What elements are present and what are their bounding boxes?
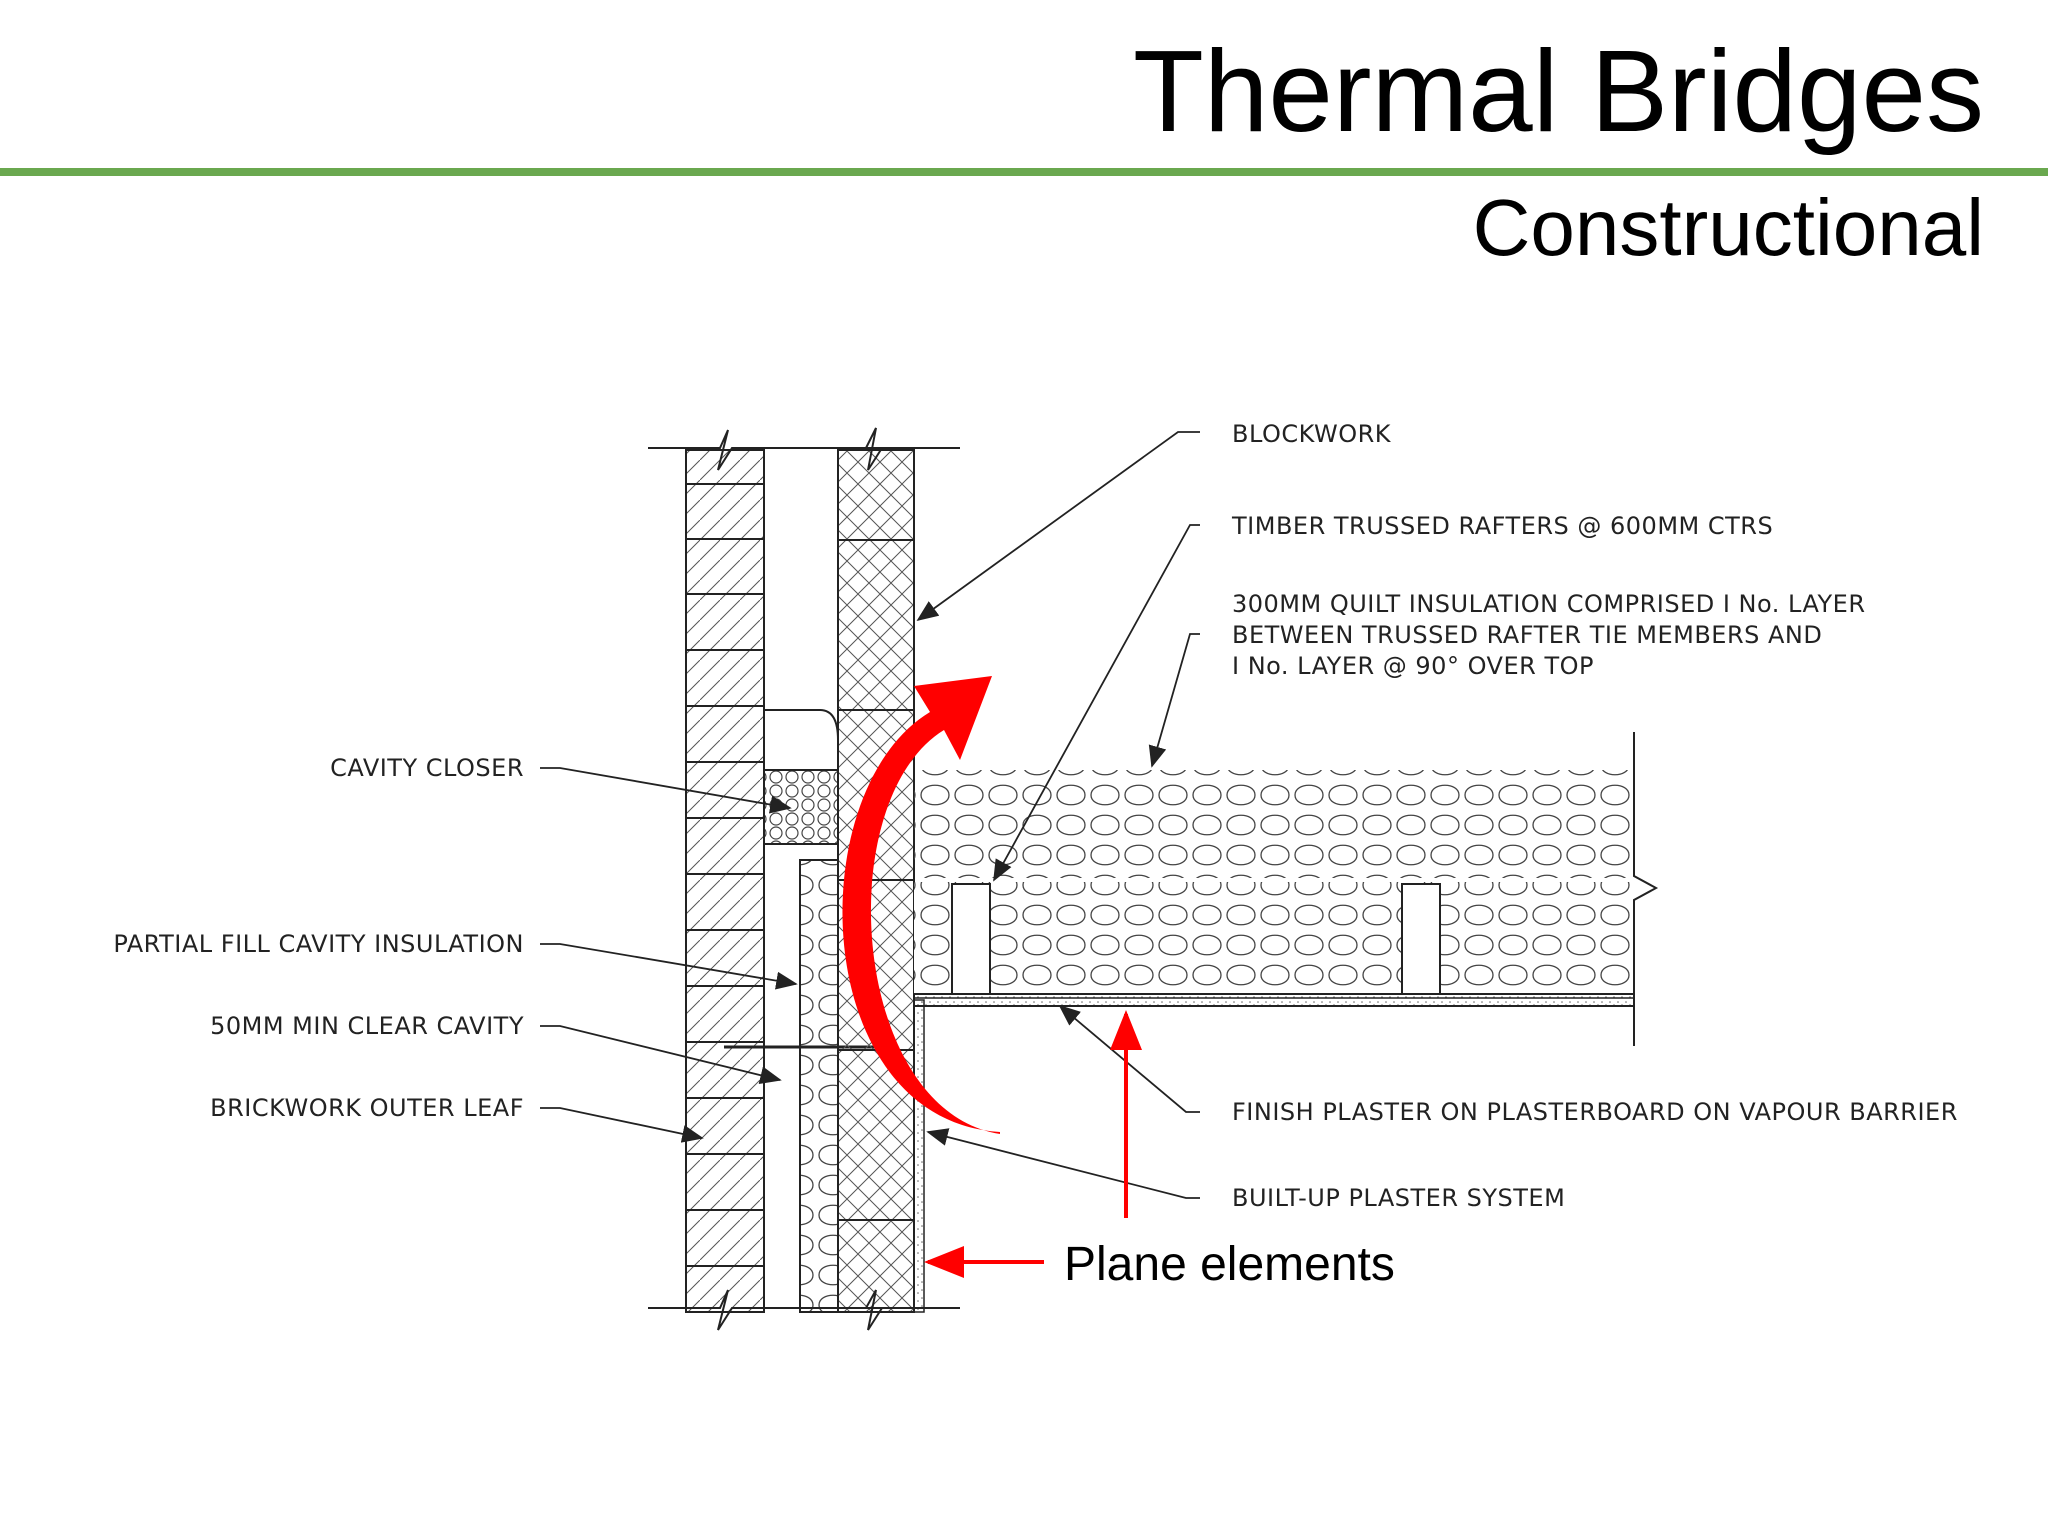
label-clear-cavity: 50MM MIN CLEAR CAVITY xyxy=(210,1012,524,1040)
label-rafters: TIMBER TRUSSED RAFTERS @ 600MM CTRS xyxy=(1231,512,1773,540)
slide-subtitle: Constructional xyxy=(1472,183,1984,272)
title-divider xyxy=(0,168,2048,176)
label-brickwork: BRICKWORK OUTER LEAF xyxy=(210,1094,524,1122)
leader-lines xyxy=(540,431,1200,1199)
label-quilt-line2: BETWEEN TRUSSED RAFTER TIE MEMBERS AND xyxy=(1232,621,1822,649)
slide-title: Thermal Bridges xyxy=(1133,26,1984,156)
label-cavity-closer: CAVITY CLOSER xyxy=(330,754,524,782)
label-quilt-line1: 300MM QUILT INSULATION COMPRISED I No. L… xyxy=(1232,590,1866,618)
brickwork-outer-leaf xyxy=(685,449,765,1313)
ceiling-assembly xyxy=(913,732,1659,1046)
plane-elements-arrows xyxy=(924,1010,1142,1278)
label-quilt-line3: I No. LAYER @ 90° OVER TOP xyxy=(1232,652,1594,680)
plane-elements-annotation: Plane elements xyxy=(1064,1238,1395,1291)
label-partial-fill: PARTIAL FILL CAVITY INSULATION xyxy=(113,930,524,958)
label-finish-plaster: FINISH PLASTER ON PLASTERBOARD ON VAPOUR… xyxy=(1232,1098,1958,1126)
break-lines xyxy=(648,427,960,1331)
thermal-bridge-arrow xyxy=(842,676,1000,1134)
label-plaster-system: BUILT-UP PLASTER SYSTEM xyxy=(1232,1184,1565,1212)
label-blockwork: BLOCKWORK xyxy=(1232,420,1392,448)
